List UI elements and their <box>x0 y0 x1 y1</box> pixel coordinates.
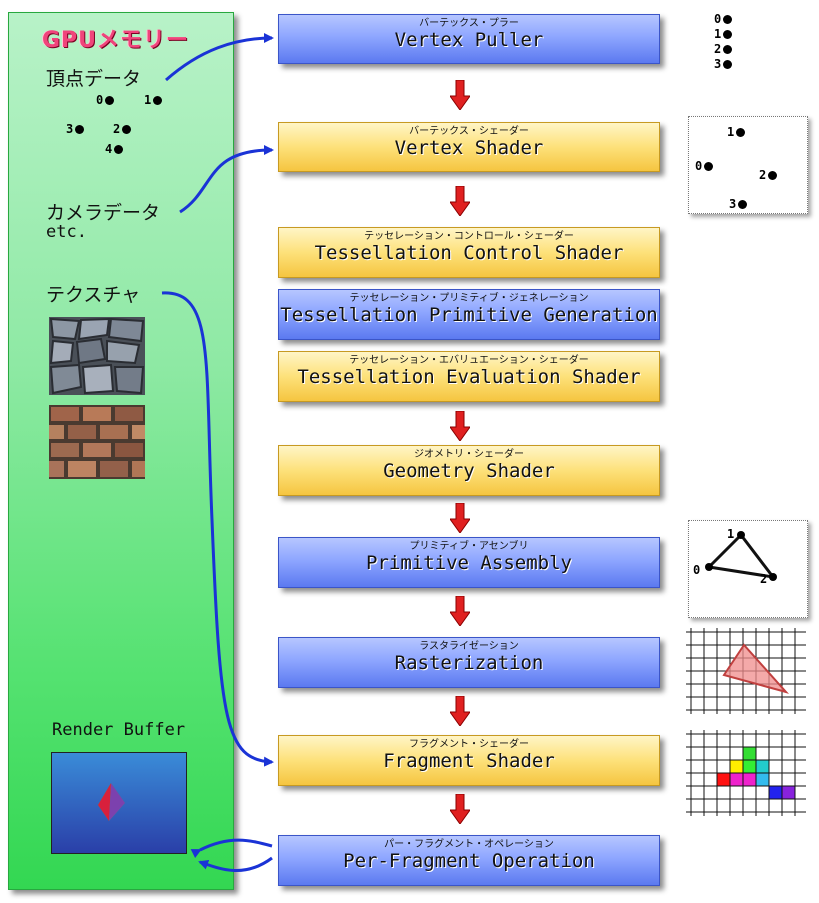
puller-item: 1 <box>714 27 733 42</box>
fragment-cell <box>756 760 769 773</box>
shader-point-2: 2 <box>759 168 778 182</box>
assembled-triangle <box>705 531 777 581</box>
shader-point-1: 1 <box>727 125 746 139</box>
flow-arrow-down-2 <box>450 186 470 216</box>
puller-item: 0 <box>714 12 733 27</box>
flow-arrow-down-3 <box>450 411 470 441</box>
fragment-cell <box>730 773 743 786</box>
flow-arrow-down-1 <box>450 80 470 110</box>
vertex-data-connector <box>165 33 274 82</box>
camera-data-label: カメラデータ <box>46 202 161 224</box>
vertex-point-4: 4 <box>105 142 124 156</box>
vertex-shader-points-box: 1 0 2 3 <box>688 116 808 214</box>
puller-item: 3 <box>714 57 733 72</box>
primitive-assembly-box: 1 0 2 <box>688 520 808 618</box>
vertex-point-0: 0 <box>96 93 115 107</box>
fragment-cell <box>756 773 769 786</box>
render-buffer-label: Render Buffer <box>52 720 186 740</box>
assembly-point-2: 2 <box>760 572 768 586</box>
brick-texture-image <box>49 405 145 479</box>
flow-arrow-down-7 <box>450 794 470 824</box>
fragment-cell <box>743 747 756 760</box>
fragment-grid <box>686 730 806 816</box>
vertex-point-3: 3 <box>66 122 85 136</box>
render-buffer-read-connector <box>198 856 273 872</box>
vertex-point-2: 2 <box>113 122 132 136</box>
render-buffer-image <box>51 752 187 854</box>
flow-arrow-down-5 <box>450 596 470 626</box>
stone-texture-image <box>49 317 145 395</box>
camera-data-connector <box>179 145 274 214</box>
fragment-cell <box>769 786 782 799</box>
fragment-cell <box>743 773 756 786</box>
camera-data-etc-label: etc. <box>46 222 87 242</box>
vertex-data-label: 頂点データ <box>46 68 142 90</box>
fragment-cell <box>743 760 756 773</box>
shader-point-0: 0 <box>695 159 714 173</box>
render-buffer-write-connector <box>190 838 273 859</box>
rasterization-grid <box>686 628 806 714</box>
assembly-point-1: 1 <box>727 527 735 541</box>
texture-label: テクスチャ <box>46 284 141 306</box>
puller-item: 2 <box>714 42 733 57</box>
raster-triangle <box>722 643 790 694</box>
fragment-cell <box>730 760 743 773</box>
texture-connector <box>161 291 274 767</box>
shader-point-3: 3 <box>729 197 748 211</box>
fragment-cell <box>717 773 730 786</box>
assembly-point-0: 0 <box>693 563 701 577</box>
vertex-point-1: 1 <box>144 93 163 107</box>
puller-vertex-list: 0 1 2 3 <box>714 12 733 72</box>
flow-arrow-down-4 <box>450 503 470 533</box>
panel-title: GPUメモリー <box>42 28 190 53</box>
fragment-cell <box>782 786 795 799</box>
flow-arrow-down-6 <box>450 696 470 726</box>
